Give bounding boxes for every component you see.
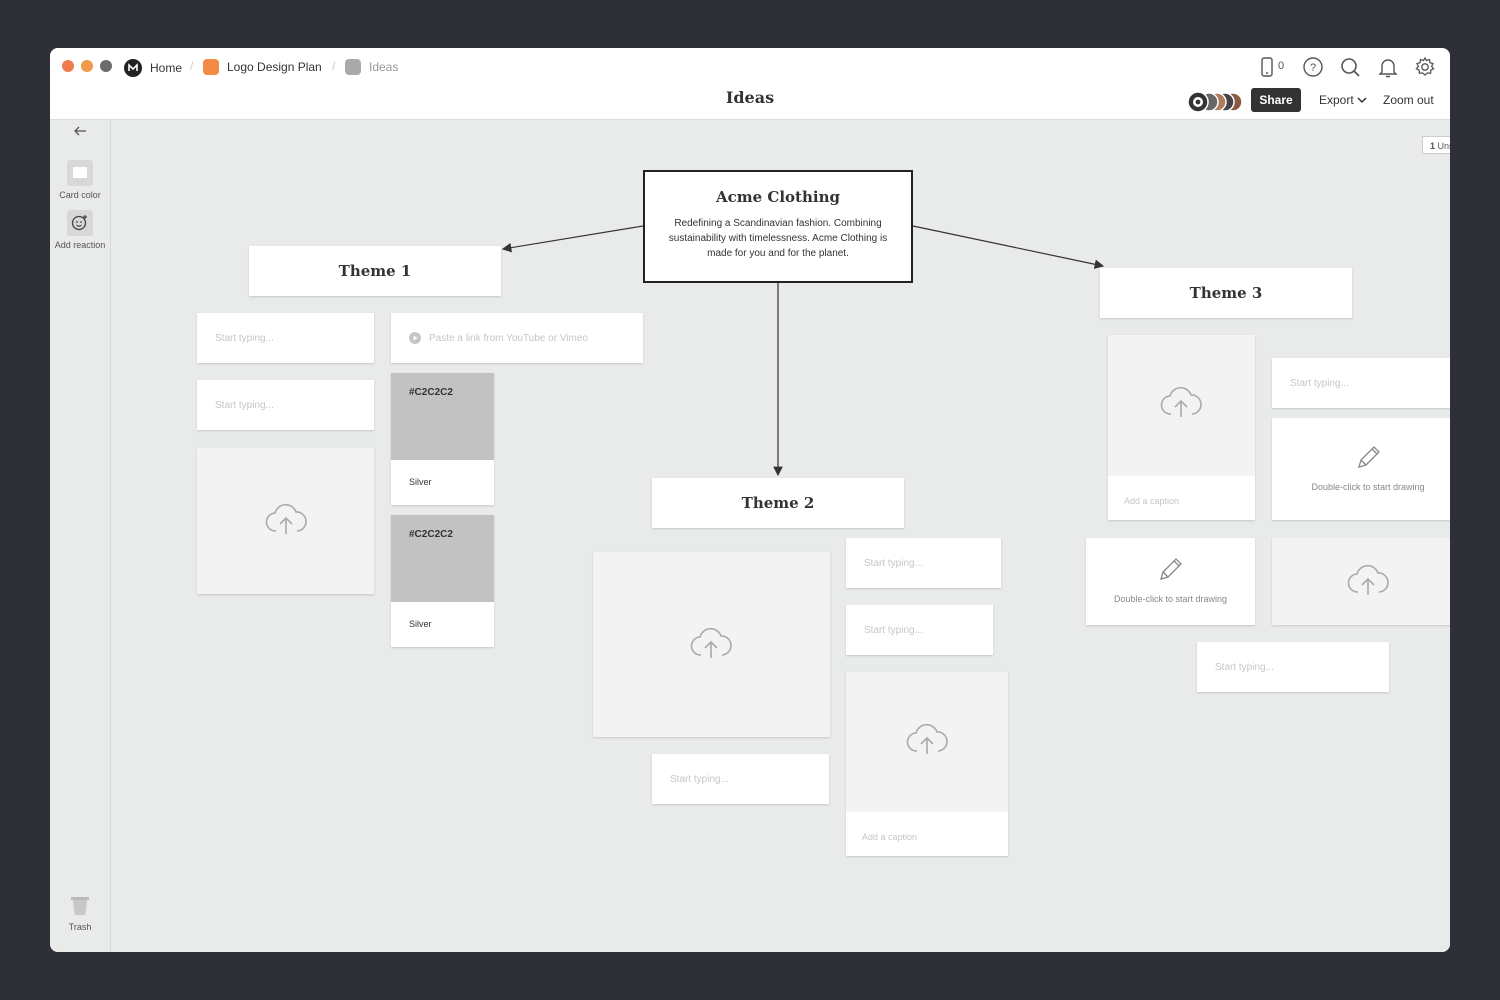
trash-label: Trash xyxy=(68,922,92,932)
text-note-card[interactable]: Start typing... xyxy=(1197,642,1389,692)
connector-line[interactable] xyxy=(912,225,1105,269)
color-swatch-fill: #C2C2C2 xyxy=(391,515,494,602)
video-link-card[interactable]: Paste a link from YouTube or Vimeo xyxy=(391,313,643,363)
main-note-description: Redefining a Scandinavian fashion. Combi… xyxy=(668,218,888,259)
zoom-out-button[interactable]: Zoom out xyxy=(1383,93,1434,107)
theme-1-card[interactable]: Theme 1 xyxy=(249,246,501,296)
text-placeholder: Start typing... xyxy=(864,558,923,569)
text-note-card[interactable]: Start typing... xyxy=(197,380,374,430)
pencil-icon xyxy=(1358,446,1380,468)
breadcrumb-current[interactable]: Ideas xyxy=(345,59,398,75)
breadcrumb-separator: / xyxy=(190,59,194,73)
breadcrumb-home[interactable]: Home xyxy=(124,59,182,77)
color-swatch-hex: #C2C2C2 xyxy=(409,387,453,398)
pencil-icon xyxy=(1160,558,1182,580)
text-note-card[interactable]: Start typing... xyxy=(846,605,993,655)
minimize-window-dot[interactable] xyxy=(81,60,93,72)
text-note-card[interactable]: Start typing... xyxy=(197,313,374,363)
card-color-label: Card color xyxy=(59,190,101,200)
board-canvas[interactable]: 1 Unsorted Acme Clothing Redefining a Sc… xyxy=(111,120,1450,952)
board-color-icon xyxy=(345,59,361,75)
share-button[interactable]: Share xyxy=(1251,88,1301,112)
notifications-bell-icon[interactable] xyxy=(1377,56,1399,78)
add-reaction-label: Add reaction xyxy=(54,240,106,250)
image-upload-card[interactable] xyxy=(1272,538,1450,625)
cloud-upload-icon xyxy=(1160,386,1202,417)
text-note-card[interactable]: Start typing... xyxy=(1272,358,1450,408)
export-menu-button[interactable]: Export xyxy=(1319,93,1367,107)
sketch-placeholder: Double-click to start drawing xyxy=(1311,482,1425,492)
cloud-upload-icon xyxy=(690,627,732,658)
collapse-arrow-icon[interactable] xyxy=(72,124,88,142)
card-color-icon xyxy=(67,160,93,186)
color-swatch-card[interactable]: #C2C2C2 Silver xyxy=(391,373,494,505)
trash-tool[interactable]: Trash xyxy=(50,894,110,932)
add-reaction-tool[interactable]: Add reaction xyxy=(50,210,110,250)
close-window-dot[interactable] xyxy=(62,60,74,72)
svg-text:?: ? xyxy=(1310,62,1316,74)
breadcrumb-home-label: Home xyxy=(150,61,183,75)
unsorted-badge[interactable]: 1 Unsorted xyxy=(1422,136,1450,154)
top-bar: Home / Logo Design Plan / Ideas Ideas 0 … xyxy=(50,48,1450,120)
color-swatch-card[interactable]: #C2C2C2 Silver xyxy=(391,515,494,647)
text-note-card[interactable]: Start typing... xyxy=(652,754,829,804)
collaborator-avatars[interactable] xyxy=(1187,91,1247,118)
tool-sidebar: Card color Add reaction Trash xyxy=(50,120,111,952)
settings-gear-icon[interactable] xyxy=(1414,56,1436,78)
breadcrumb-separator: / xyxy=(332,59,336,73)
text-note-card[interactable]: Start typing... xyxy=(846,538,1001,588)
cloud-upload-icon xyxy=(265,503,307,534)
theme-3-card[interactable]: Theme 3 xyxy=(1100,268,1352,318)
chevron-down-icon xyxy=(1357,97,1367,104)
mobile-device-icon[interactable] xyxy=(1256,56,1278,78)
text-placeholder: Start typing... xyxy=(864,625,923,636)
video-link-placeholder: Paste a link from YouTube or Vimeo xyxy=(429,333,588,344)
image-caption-card[interactable]: Add a caption xyxy=(846,672,1008,856)
color-swatch-hex: #C2C2C2 xyxy=(409,529,453,540)
image-upload-card[interactable] xyxy=(197,448,374,594)
device-count: 0 xyxy=(1278,60,1285,72)
image-upload-card[interactable] xyxy=(593,552,830,737)
cloud-upload-icon xyxy=(906,723,948,754)
app-window: Home / Logo Design Plan / Ideas Ideas 0 … xyxy=(50,48,1450,952)
unsorted-count: 1 xyxy=(1429,141,1435,151)
connector-lines xyxy=(501,225,1105,477)
connector-line[interactable] xyxy=(501,225,644,253)
caption-placeholder: Add a caption xyxy=(1124,496,1180,506)
theme-2-card[interactable]: Theme 2 xyxy=(652,478,904,528)
play-video-icon xyxy=(409,332,421,344)
emoji-reaction-icon xyxy=(67,210,93,236)
text-placeholder: Start typing... xyxy=(670,774,729,785)
sketch-placeholder: Double-click to start drawing xyxy=(1113,594,1228,604)
main-note-title: Acme Clothing xyxy=(716,188,840,206)
search-icon[interactable] xyxy=(1339,56,1361,78)
trash-icon xyxy=(71,897,89,915)
caption-placeholder: Add a caption xyxy=(862,832,918,842)
image-caption-card[interactable]: Add a caption xyxy=(1108,335,1255,520)
card-color-tool[interactable]: Card color xyxy=(50,160,110,200)
color-swatch-name: Silver xyxy=(409,477,432,487)
unsorted-label: Unsorted xyxy=(1437,141,1451,151)
board-color-icon xyxy=(203,59,219,75)
breadcrumb-board-label: Logo Design Plan xyxy=(227,60,322,74)
export-label: Export xyxy=(1319,93,1354,107)
caption-area[interactable]: Add a caption xyxy=(846,812,1008,856)
text-placeholder: Start typing... xyxy=(215,400,274,411)
page-title: Ideas xyxy=(725,88,775,107)
main-note-card[interactable]: Acme Clothing Redefining a Scandinavian … xyxy=(643,170,913,283)
milanote-logo-icon xyxy=(124,59,142,77)
maximize-window-dot[interactable] xyxy=(100,60,112,72)
help-icon[interactable]: ? xyxy=(1302,56,1324,78)
breadcrumb-current-label: Ideas xyxy=(369,60,399,74)
sketch-card[interactable]: Double-click to start drawing xyxy=(1086,538,1255,625)
cloud-upload-icon xyxy=(1347,564,1389,595)
caption-area[interactable]: Add a caption xyxy=(1108,476,1255,520)
sketch-card[interactable]: Double-click to start drawing xyxy=(1272,418,1450,520)
color-swatch-fill: #C2C2C2 xyxy=(391,373,494,460)
text-placeholder: Start typing... xyxy=(1290,378,1349,389)
text-placeholder: Start typing... xyxy=(1215,662,1274,673)
breadcrumb-board[interactable]: Logo Design Plan xyxy=(203,59,322,75)
text-placeholder: Start typing... xyxy=(215,333,274,344)
color-swatch-name: Silver xyxy=(409,619,432,629)
